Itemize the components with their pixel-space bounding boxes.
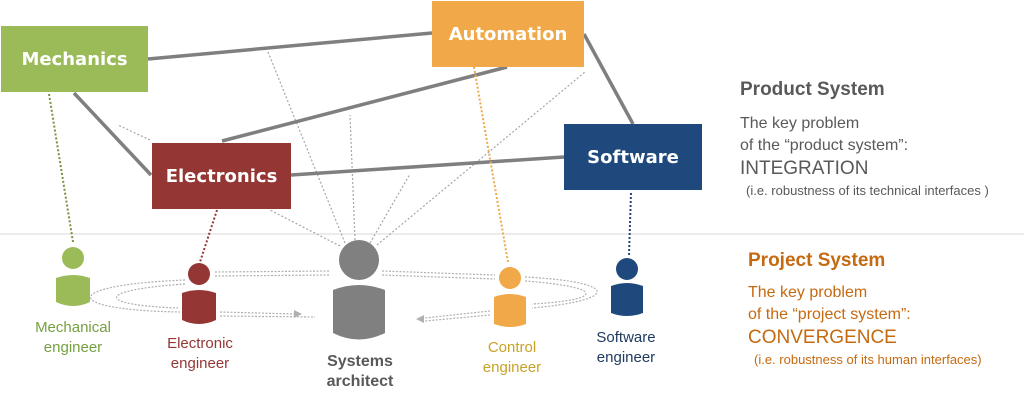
label-line: Software [596, 329, 656, 346]
loop-right [524, 276, 598, 309]
domain-label: Automation [448, 23, 568, 45]
project-system-line1: The key problem [748, 284, 868, 301]
link-electronics-automation [221, 65, 508, 143]
loop-right [524, 280, 587, 305]
label-line: Control [487, 339, 537, 356]
person-label-electronic: Electronic engineer [145, 334, 255, 374]
label-line: engineer [43, 339, 103, 356]
domain-box-software[interactable]: Software [564, 124, 702, 190]
person-icon-architect [333, 240, 385, 340]
person-label-software: Software engineer [571, 328, 681, 368]
domain-box-mechanics[interactable]: Mechanics [1, 26, 148, 92]
loop-top-left [214, 270, 331, 273]
label-line: engineer [482, 359, 542, 376]
label-line: architect [326, 373, 394, 390]
loop-bottom-right [424, 314, 491, 322]
label-line: Systems [327, 353, 393, 370]
domain-box-automation[interactable]: Automation [432, 1, 584, 67]
link-electronics-engineer [199, 209, 218, 263]
person-icon-electronic [182, 263, 216, 324]
loop-bottom-left [219, 315, 316, 318]
person-label-control: Control engineer [457, 338, 567, 378]
domain-links [72, 31, 635, 177]
product-system-title: Product System [740, 79, 885, 100]
link-automation-software [582, 33, 635, 125]
label-line: Mechanical [35, 319, 111, 336]
link-software-engineer [628, 192, 632, 256]
person-icon-mechanical [56, 247, 90, 306]
architect-link [349, 114, 356, 241]
label-line: engineer [170, 355, 230, 372]
architect-link [117, 124, 151, 141]
loop-top-right [381, 274, 496, 280]
label-line: engineer [596, 349, 656, 366]
person-icon-control [494, 267, 526, 327]
domain-label: Electronics [165, 165, 278, 187]
loop-left [90, 279, 186, 313]
domain-label: Software [587, 146, 679, 168]
label-line: Electronic [167, 335, 233, 352]
product-system-keyword: INTEGRATION [740, 158, 869, 179]
loop-top-right [381, 270, 496, 276]
arrow-left-icon [416, 315, 424, 323]
project-system-note: (i.e. robustness of its human interfaces… [754, 352, 982, 367]
loop-left [116, 283, 186, 309]
loop-bottom-left [219, 311, 296, 315]
architect-links [117, 51, 586, 247]
domain-box-electronics[interactable]: Electronics [152, 143, 291, 209]
product-system-note: (i.e. robustness of its technical interf… [746, 183, 989, 198]
loop-bottom-right [424, 310, 491, 319]
person-label-architect: Systems architect [305, 352, 415, 392]
project-system-title: Project System [748, 250, 886, 271]
link-mechanics-electronics [72, 91, 153, 177]
project-system-line2: of the “project system”: [748, 306, 911, 323]
loop-top-left [214, 274, 331, 277]
link-mechanics-automation [147, 31, 433, 61]
architect-link [376, 71, 586, 246]
product-system-line2: of the “product system”: [740, 137, 909, 154]
link-mechanics-engineer [48, 93, 74, 243]
person-icon-software [611, 258, 643, 316]
project-system-keyword: CONVERGENCE [748, 327, 897, 348]
arrow-right-icon [294, 310, 302, 318]
domain-label: Mechanics [21, 48, 128, 70]
communication-loops [90, 270, 598, 322]
product-system-line1: The key problem [740, 115, 860, 132]
architect-link [369, 173, 411, 244]
person-label-mechanical: Mechanical engineer [18, 318, 128, 358]
link-automation-engineer [473, 66, 509, 263]
link-electronics-software [290, 155, 565, 177]
product-system-panel: Product System The key problem of the “p… [740, 79, 989, 201]
project-system-panel: Project System The key problem of the “p… [748, 250, 982, 370]
architect-link [269, 209, 341, 247]
